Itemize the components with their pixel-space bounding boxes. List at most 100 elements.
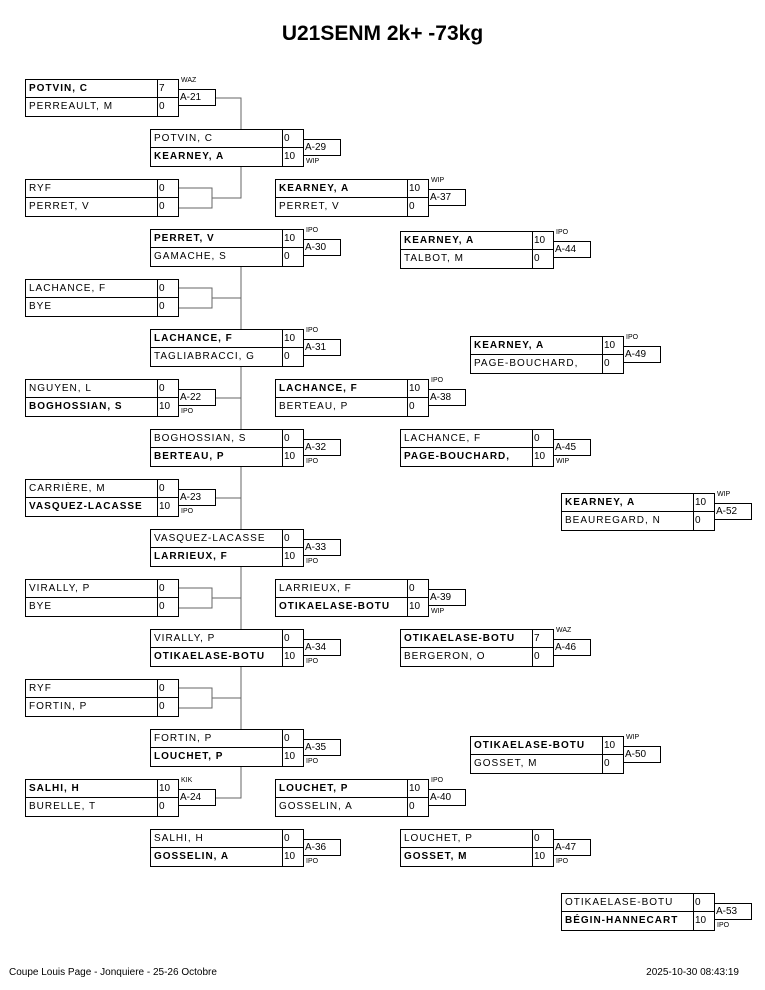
competitor-name: PERRET, V — [279, 201, 340, 212]
match-number-label: A-22 — [178, 389, 216, 406]
bye-bracket — [178, 687, 213, 709]
result-code: IPO — [306, 758, 319, 765]
match-number-label: A-31 — [303, 339, 341, 356]
competitor-row[interactable]: PAGE-BOUCHARD,10 — [400, 447, 554, 467]
competitor-row[interactable]: PAGE-BOUCHARD,0 — [470, 354, 624, 374]
competitor-score: 0 — [282, 530, 303, 547]
competitor-score: 0 — [532, 648, 553, 666]
competitor-score: 0 — [532, 250, 553, 268]
competitor-name: RYF — [29, 183, 52, 194]
competitor-name: POTVIN, C — [154, 133, 214, 144]
competitor-name: FORTIN, P — [29, 701, 88, 712]
competitor-score: 10 — [602, 337, 623, 354]
result-code: IPO — [556, 229, 569, 236]
competitor-name: LACHANCE, F — [279, 383, 358, 394]
competitor-name: VASQUEZ-LACASSE — [29, 501, 143, 512]
